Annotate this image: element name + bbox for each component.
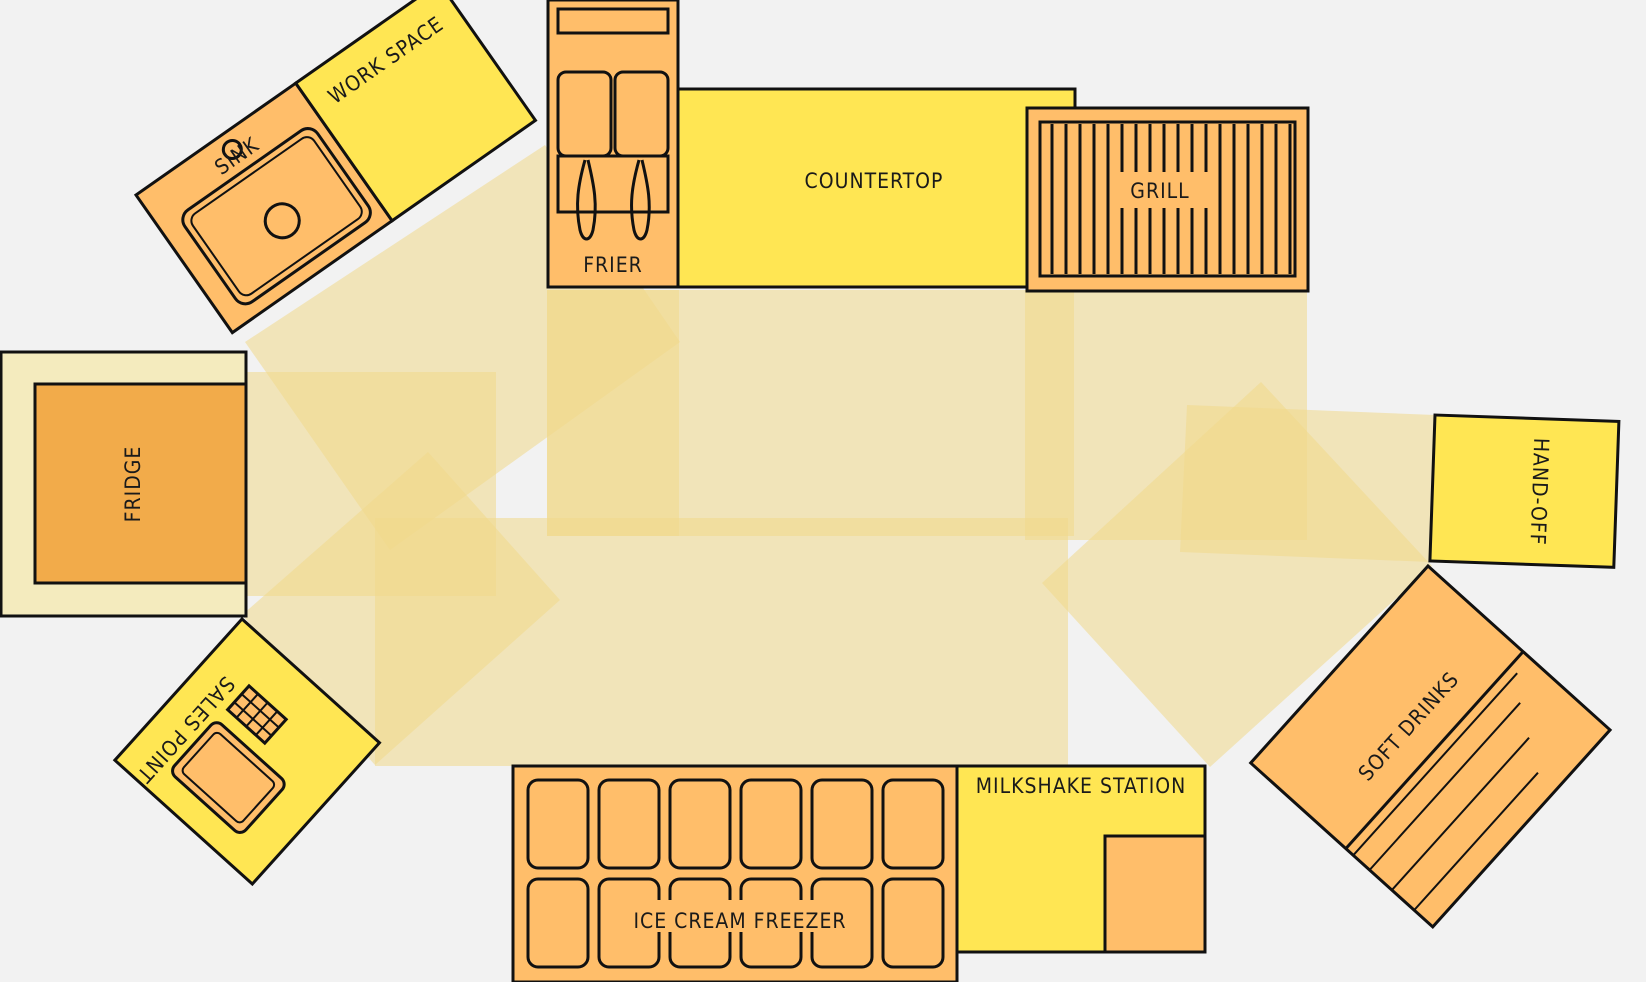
- freezer-label-backing: [625, 900, 855, 932]
- countertop-body: [676, 87, 1077, 289]
- soft-drinks-dispenser-line-3: [1391, 737, 1530, 891]
- keypad-icon: [225, 683, 289, 746]
- ice-cream-freezer-label: ICE CREAM FREEZER: [633, 909, 846, 933]
- frier-handle-left: [576, 159, 597, 241]
- milkshake-station-label: MILKSHAKE STATION: [976, 774, 1187, 798]
- zone-lower-right: [820, 518, 1068, 766]
- fridge-unit: FRIDGE: [0, 350, 248, 618]
- grill-plate: [1038, 120, 1297, 278]
- frier-label: FRIER: [583, 253, 643, 277]
- sales-point-unit: SALES POINT: [112, 616, 382, 887]
- freezer-tub: [881, 778, 945, 870]
- drain-icon: [263, 202, 301, 240]
- grill-label: GRILL: [1130, 179, 1189, 203]
- freezer-tub: [810, 778, 874, 870]
- fridge-label: FRIDGE: [121, 446, 145, 523]
- freezer-tub: [597, 778, 661, 870]
- sink-basin: [181, 127, 372, 306]
- sink-basin-inner: [190, 136, 363, 297]
- countertop-unit: COUNTERTOP: [676, 87, 1077, 289]
- freezer-tub: [739, 778, 803, 870]
- work-space-counter: [293, 0, 538, 223]
- hand-off-unit: HAND-OFF: [1428, 413, 1621, 569]
- soft-drinks-unit: SOFT DRINKS: [1248, 563, 1613, 929]
- grill-label-backing: [1112, 172, 1208, 208]
- register-screen-inner: [181, 731, 276, 824]
- frier-unit: FRIER: [546, 0, 680, 289]
- sink-unit: SINK WORK SPACE: [133, 0, 538, 335]
- countertop-label: COUNTERTOP: [805, 169, 944, 193]
- zone-center-row: [547, 290, 1074, 536]
- frier-top-panel: [556, 7, 670, 35]
- frier-body: [546, 0, 680, 289]
- zone-drinks-diamond: [1042, 382, 1432, 767]
- hand-off-label: HAND-OFF: [1526, 437, 1554, 546]
- frier-base-box: [556, 154, 670, 214]
- ice-cream-freezer-unit: ICE CREAM FREEZER: [511, 764, 959, 982]
- freezer-tub: [526, 877, 590, 969]
- fridge-body: [33, 382, 248, 585]
- freezer-body: [511, 764, 959, 982]
- milkshake-machine: [1103, 834, 1207, 954]
- freezer-tub: [881, 877, 945, 969]
- soft-drinks-dispenser-line-2: [1368, 702, 1521, 871]
- soft-drinks-edge: [1344, 650, 1525, 850]
- grill-unit: GRILL: [1025, 106, 1310, 293]
- frier-handle-right: [630, 159, 651, 241]
- freezer-tub: [526, 778, 590, 870]
- work-zones: [240, 145, 1435, 767]
- soft-drinks-dispenser-line-4: [1413, 771, 1539, 911]
- faucet-icon: [221, 139, 243, 161]
- soft-drinks-dispenser-line-1: [1352, 672, 1518, 856]
- freezer-tub: [668, 778, 732, 870]
- milkshake-station-unit: MILKSHAKE STATION: [955, 764, 1207, 954]
- freezer-tubs: [526, 778, 945, 969]
- zone-lower-left: [375, 518, 820, 766]
- hand-off-counter: [1428, 413, 1621, 569]
